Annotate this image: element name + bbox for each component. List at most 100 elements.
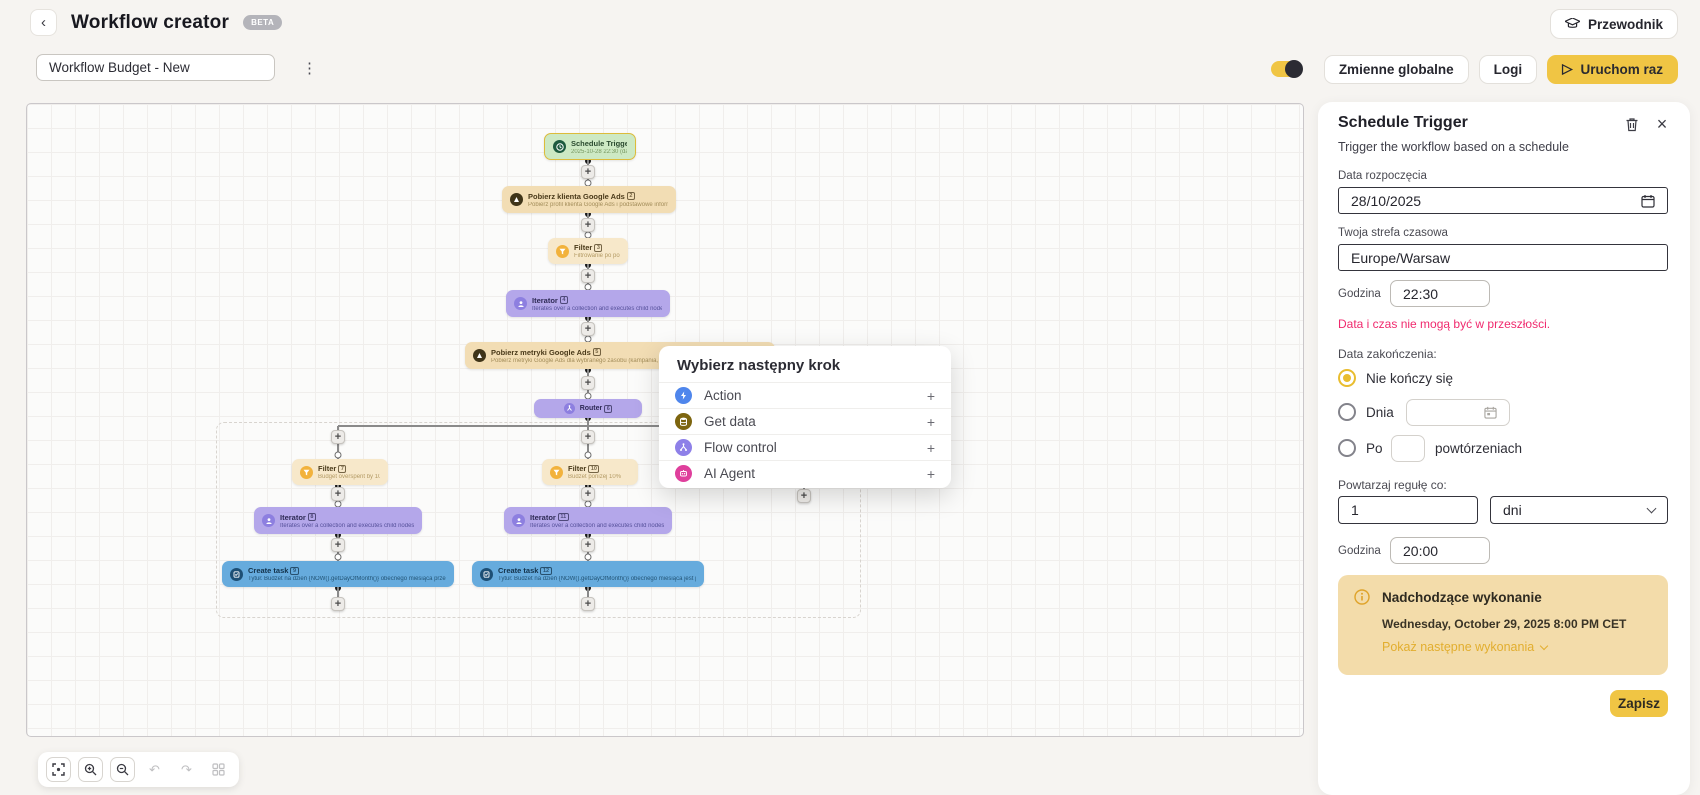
info-next-run: Wednesday, October 29, 2025 8:00 PM CET bbox=[1382, 617, 1627, 631]
radio-end-after-suffix: powtórzeniach bbox=[1435, 441, 1523, 456]
canvas-toolbar: ↶ ↷ bbox=[38, 752, 239, 787]
workflow-canvas[interactable]: + + + + + + + + + + + + + + bbox=[26, 103, 1304, 737]
auto-layout-button[interactable] bbox=[206, 757, 231, 782]
iterator-icon bbox=[262, 514, 275, 527]
validation-error: Data i czas nie mogą być w przeszłości. bbox=[1338, 317, 1551, 331]
add-get-data-button[interactable]: + bbox=[926, 413, 935, 430]
radio-end-after[interactable] bbox=[1338, 439, 1356, 457]
repeat-unit-select[interactable]: dni bbox=[1490, 496, 1668, 524]
kebab-menu-icon[interactable]: ⋮ bbox=[302, 59, 317, 77]
add-step-button[interactable]: + bbox=[581, 376, 595, 390]
database-icon bbox=[675, 413, 692, 430]
add-step-button[interactable]: + bbox=[581, 430, 595, 444]
popup-item-get-data[interactable]: Get data + bbox=[659, 408, 951, 434]
add-action-button[interactable]: + bbox=[926, 387, 935, 404]
task-icon bbox=[230, 567, 243, 581]
undo-button[interactable]: ↶ bbox=[142, 757, 167, 782]
time-label: Godzina bbox=[1338, 288, 1381, 300]
beta-badge: BETA bbox=[243, 15, 283, 30]
connector-port bbox=[584, 451, 592, 459]
time2-input[interactable]: 20:00 bbox=[1390, 537, 1490, 564]
add-step-button[interactable]: + bbox=[581, 597, 595, 611]
toggle-knob bbox=[1284, 60, 1303, 78]
start-date-label: Data rozpoczęcia bbox=[1338, 170, 1427, 182]
router-group-outline bbox=[216, 422, 861, 618]
delete-trigger-button[interactable] bbox=[1622, 114, 1642, 134]
chevron-down-icon bbox=[1646, 503, 1657, 513]
graduation-cap-icon bbox=[1564, 18, 1580, 30]
connector-port bbox=[584, 553, 592, 561]
fit-view-button[interactable] bbox=[46, 757, 71, 782]
radio-never-ends[interactable] bbox=[1338, 369, 1356, 387]
connector-port bbox=[334, 553, 342, 561]
schedule-trigger-panel: Schedule Trigger × Trigger the workflow … bbox=[1318, 102, 1690, 795]
guide-button[interactable]: Przewodnik bbox=[1549, 9, 1678, 39]
run-once-button[interactable]: ▷ Uruchom raz bbox=[1547, 54, 1678, 84]
global-variables-button[interactable]: Zmienne globalne bbox=[1323, 54, 1469, 84]
back-chevron-icon: ‹ bbox=[41, 14, 46, 31]
end-date-label: Data zakończenia: bbox=[1338, 347, 1437, 361]
add-step-button[interactable]: + bbox=[581, 218, 595, 232]
timezone-input[interactable]: Europe/Warsaw bbox=[1338, 244, 1668, 271]
panel-title: Schedule Trigger bbox=[1338, 114, 1468, 131]
logs-button[interactable]: Logi bbox=[1478, 54, 1538, 84]
show-next-runs-link[interactable]: Pokaż następne wykonania bbox=[1382, 640, 1549, 654]
start-date-input[interactable]: 28/10/2025 bbox=[1338, 187, 1668, 214]
add-step-button[interactable]: + bbox=[331, 538, 345, 552]
zoom-out-button[interactable] bbox=[110, 757, 135, 782]
back-button[interactable]: ‹ bbox=[30, 9, 57, 36]
time-input[interactable]: 22:30 bbox=[1390, 280, 1490, 307]
add-step-button[interactable]: + bbox=[581, 538, 595, 552]
funnel-icon bbox=[550, 465, 563, 479]
popup-item-flow-control[interactable]: Flow control + bbox=[659, 434, 951, 460]
workflow-name-input[interactable] bbox=[36, 54, 275, 81]
calendar-icon[interactable] bbox=[1484, 406, 1497, 419]
add-step-button[interactable]: + bbox=[581, 165, 595, 179]
close-panel-button[interactable]: × bbox=[1652, 114, 1672, 134]
calendar-icon[interactable] bbox=[1641, 194, 1655, 208]
redo-button[interactable]: ↷ bbox=[174, 757, 199, 782]
action-icon bbox=[675, 387, 692, 404]
flow-control-icon bbox=[675, 439, 692, 456]
add-step-button[interactable]: + bbox=[331, 487, 345, 501]
google-ads-icon bbox=[510, 193, 523, 206]
add-flow-control-button[interactable]: + bbox=[926, 439, 935, 456]
upcoming-run-infobox: Nadchodzące wykonanie Wednesday, October… bbox=[1338, 575, 1668, 675]
panel-subtitle: Trigger the workflow based on a schedule bbox=[1338, 140, 1569, 154]
page-title: Workflow creator bbox=[71, 11, 230, 33]
repeat-interval-input[interactable]: 1 bbox=[1338, 496, 1478, 524]
save-button[interactable]: Zapisz bbox=[1610, 690, 1668, 717]
info-title: Nadchodzące wykonanie bbox=[1382, 590, 1542, 605]
workflow-active-toggle[interactable] bbox=[1270, 60, 1303, 78]
workflow-name-row: ⋮ bbox=[36, 54, 322, 81]
connector-port bbox=[334, 451, 342, 459]
add-step-button[interactable]: + bbox=[331, 430, 345, 444]
add-step-button[interactable]: + bbox=[581, 487, 595, 501]
add-ai-agent-button[interactable]: + bbox=[926, 465, 935, 482]
add-step-button[interactable]: + bbox=[581, 269, 595, 283]
popup-item-ai-agent[interactable]: AI Agent + bbox=[659, 460, 951, 486]
radio-end-on-day[interactable] bbox=[1338, 403, 1356, 421]
add-step-button[interactable]: + bbox=[581, 322, 595, 336]
end-date-input[interactable] bbox=[1406, 399, 1510, 426]
node-schedule-trigger[interactable]: Schedule Trigger1 2025-10-28 22:30 (dail… bbox=[544, 133, 636, 160]
popup-item-action[interactable]: Action + bbox=[659, 382, 951, 408]
add-step-button[interactable]: + bbox=[331, 597, 345, 611]
occurrences-input[interactable] bbox=[1391, 435, 1425, 462]
clock-icon bbox=[553, 140, 566, 153]
add-branch-button[interactable]: + bbox=[797, 489, 811, 503]
header: ‹ Workflow creator BETA bbox=[30, 9, 283, 36]
zoom-in-button[interactable] bbox=[78, 757, 103, 782]
repeat-label: Powtarzaj regułę co: bbox=[1338, 478, 1447, 492]
iterator-icon bbox=[512, 514, 525, 527]
